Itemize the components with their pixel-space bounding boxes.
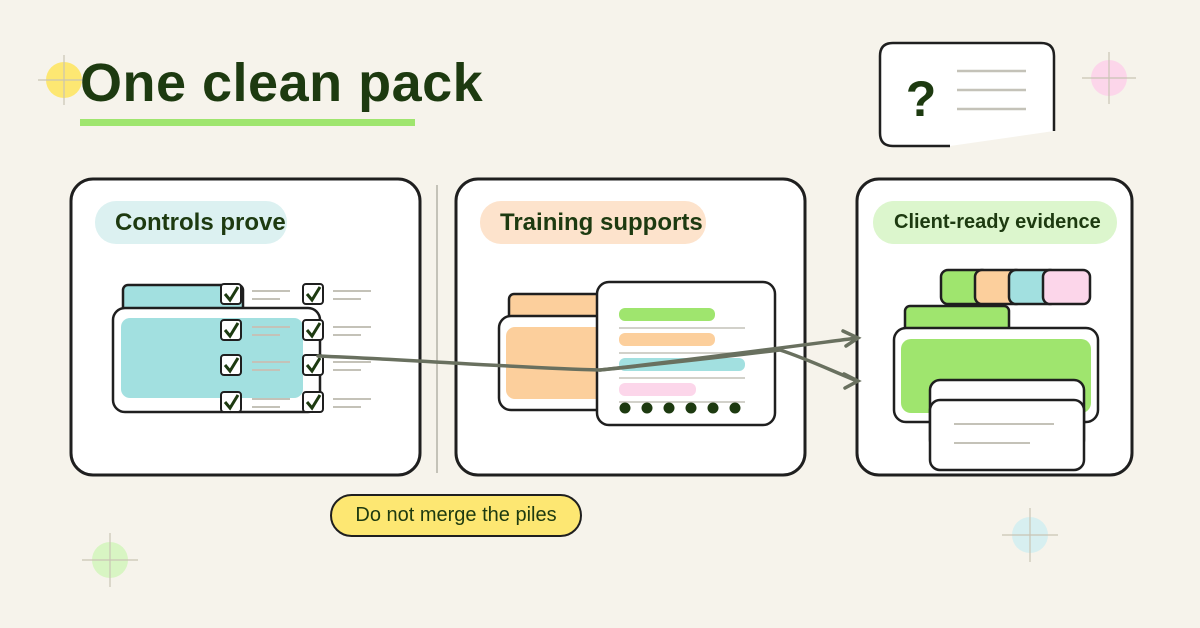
- sparkle-green-icon: [82, 533, 138, 587]
- folder-evidence: [892, 304, 1100, 472]
- panel-label-pill-controls: [95, 201, 287, 244]
- title-underline: [80, 119, 415, 126]
- checkbox-checked-icon: [220, 283, 242, 305]
- checkbox-checked-icon: [302, 283, 324, 305]
- panel-label-evidence: Client-ready evidence: [894, 211, 1101, 233]
- panel-label-pill-training: [480, 201, 706, 244]
- checkbox-checked-icon: [220, 319, 242, 341]
- checkbox-checked-icon: [302, 319, 324, 341]
- panel-training: [454, 177, 807, 477]
- checkbox-checked-icon: [220, 354, 242, 376]
- color-tabs: [939, 268, 1092, 306]
- training-document: [595, 280, 777, 427]
- checkbox-checked-icon: [302, 391, 324, 413]
- checkbox-checked-icon: [302, 354, 324, 376]
- sparkle-yellow-icon: [38, 55, 90, 105]
- question-mark-icon: ?: [906, 71, 937, 127]
- panel-label-pill-evidence: [873, 201, 1117, 244]
- flow-arrows: [316, 329, 862, 390]
- question-card: ?: [878, 41, 1056, 148]
- checkbox-checked-icon: [220, 391, 242, 413]
- panel-evidence: [855, 177, 1134, 477]
- page-title: One clean pack: [80, 53, 484, 113]
- sparkle-pink-icon: [1082, 52, 1136, 104]
- sparkle-blue-icon: [1002, 508, 1058, 562]
- panel-controls: [69, 177, 422, 477]
- callout-badge: Do not merge the piles: [330, 494, 582, 537]
- panel-label-controls: Controls prove: [115, 209, 286, 236]
- checklist: [220, 283, 371, 413]
- panel-label-training: Training supports: [500, 209, 703, 236]
